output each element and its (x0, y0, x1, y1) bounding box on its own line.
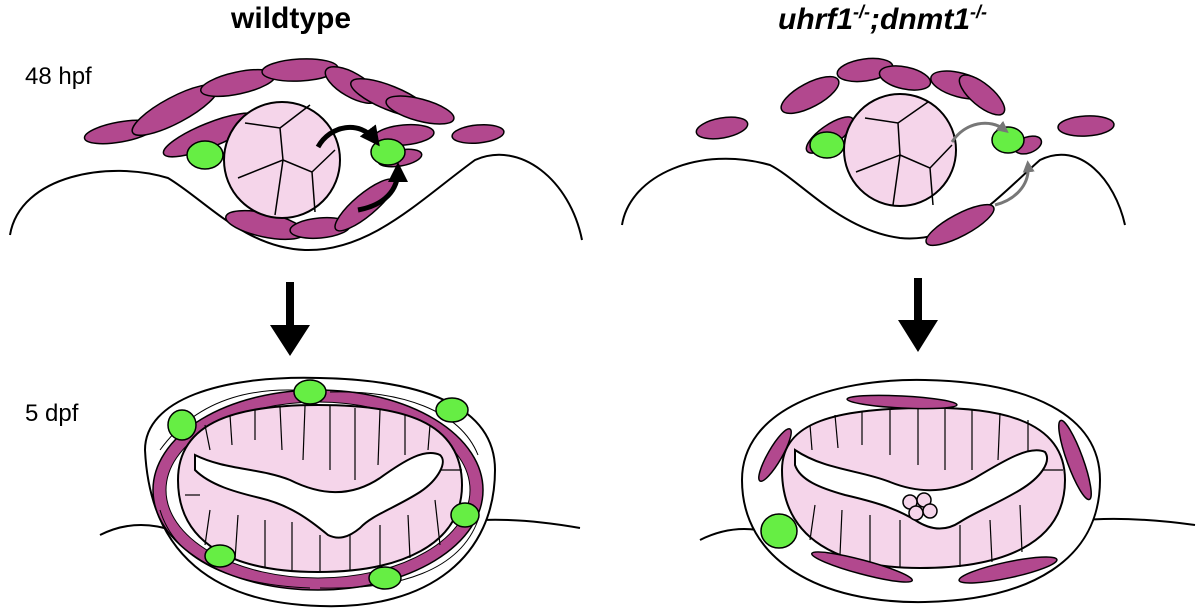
uhrf1-label: uhrf1 (778, 3, 853, 36)
muscle-cell (1058, 419, 1092, 501)
muscle-cell (695, 116, 749, 140)
mutant-title: uhrf1-/-;dnmt1-/- (778, 2, 987, 37)
smooth-muscle-cells (758, 394, 1092, 584)
dnmt1-genotype-sup: -/- (970, 2, 987, 22)
migration-arrow-faint (994, 160, 1035, 207)
epithelial-cell-boundaries (237, 104, 336, 216)
green-cell (293, 379, 327, 405)
uhrf1-genotype-sup: -/- (853, 2, 870, 22)
muscle-cell (878, 65, 932, 91)
mutant-48hpf-section (621, 57, 1126, 247)
body-outline (621, 153, 1126, 240)
green-cell (370, 138, 406, 166)
dnmt1-label: dnmt1 (880, 3, 970, 36)
migration-arrow (357, 162, 408, 213)
muscle-cell (758, 428, 792, 482)
epithelial-cell-boundaries (809, 409, 1063, 567)
muscle-cell (385, 95, 455, 125)
muscle-cell (451, 124, 505, 144)
muscle-cell (958, 556, 1058, 584)
development-arrow-left (270, 282, 310, 356)
genotype-separator: ; (870, 3, 880, 36)
stage-label-5dpf: 5 dpf (25, 400, 79, 427)
gut-epithelium (176, 403, 464, 574)
green-cell (167, 409, 197, 441)
migration-arrow-faint (950, 120, 1009, 143)
muscle-cell (958, 74, 1006, 116)
green-cell (450, 502, 480, 528)
green-cell (186, 140, 224, 170)
green-cell (760, 513, 798, 549)
smooth-muscle-cells (695, 57, 1115, 247)
muscle-cell (334, 178, 396, 232)
muscle-cell (810, 551, 914, 583)
gut-lumen (194, 452, 444, 539)
stage-label-48hpf: 48 hpf (25, 63, 92, 90)
green-cells (167, 379, 480, 590)
wildtype-title: wildtype (231, 2, 352, 35)
mutant-5dpf-section (699, 378, 1196, 604)
green-cell (204, 544, 236, 568)
gut-lumen (794, 448, 1048, 530)
wildtype-48hpf-section (9, 58, 583, 252)
muscle-cell (780, 75, 840, 115)
muscle-cell (1057, 115, 1115, 137)
green-cell (809, 131, 845, 159)
green-cell (368, 566, 402, 590)
development-arrow-right (898, 278, 938, 352)
epithelial-cell-boundaries (185, 405, 462, 572)
wildtype-5dpf-section (99, 376, 581, 608)
epithelial-cell-boundaries (855, 101, 953, 206)
migration-arrow (315, 124, 380, 149)
green-cell (991, 126, 1025, 154)
muscle-cell (846, 394, 958, 410)
body-outline (9, 153, 583, 252)
extruded-cells (902, 492, 938, 521)
muscle-cell (925, 203, 995, 247)
green-cell (435, 397, 469, 423)
